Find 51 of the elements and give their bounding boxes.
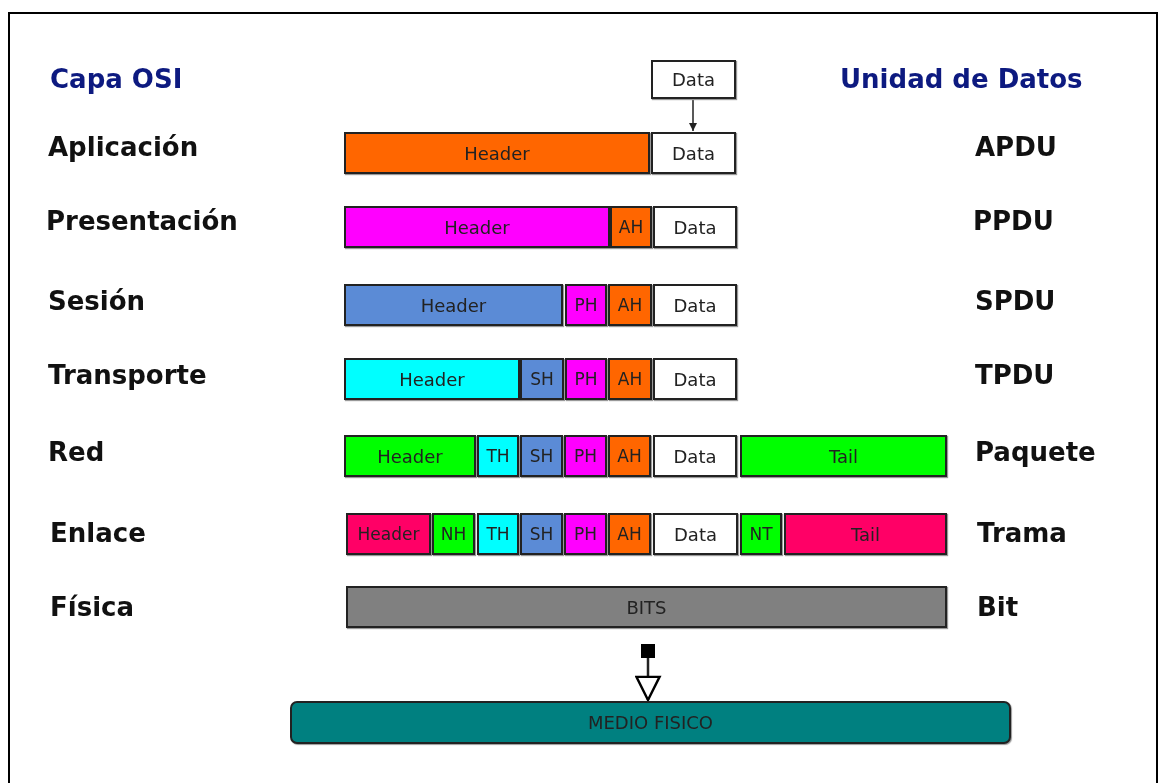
layer-name: Física [50,592,135,622]
pdu-segment: Data [653,513,738,555]
pdu-segment: SH [520,513,563,555]
pdu-segment: AH [608,513,651,555]
pdu-segment: NH [432,513,475,555]
column-heading: Unidad de Datos [840,64,1083,94]
pdu-segment: Data [651,132,736,174]
data-unit-name: Trama [977,518,1067,548]
pdu-segment: PH [564,435,607,477]
pdu-segment: Data [653,206,737,248]
layer-name: Transporte [48,360,207,390]
pdu-segment: PH [564,513,607,555]
pdu-segment: Header [344,358,520,400]
pdu-segment: TH [477,435,519,477]
pdu-segment: AH [608,358,652,400]
pdu-segment: Tail [740,435,947,477]
layer-name: Enlace [50,518,146,548]
layer-name: Red [48,437,105,467]
pdu-segment: Header [344,435,476,477]
data-unit-name: PPDU [973,206,1054,236]
pdu-segment: NT [740,513,782,555]
arrow [689,98,697,132]
pdu-segment: AH [608,435,651,477]
pdu-segment: AH [608,284,652,326]
bits-bar: BITS [346,586,947,628]
pdu-segment: SH [520,358,564,400]
pdu-segment: Tail [784,513,947,555]
pdu-segment: Header [344,206,610,248]
pdu-segment: Data [651,60,736,99]
layer-name: Aplicación [48,132,199,162]
pdu-segment: Data [653,358,737,400]
data-unit-name: Paquete [975,437,1096,467]
data-unit-name: TPDU [975,360,1055,390]
pdu-segment: PH [565,358,607,400]
pdu-segment: TH [477,513,519,555]
data-unit-name: Bit [977,592,1019,622]
medium-bar: MEDIO FISICO [290,701,1011,744]
layer-name: Presentación [46,206,238,236]
arrow [635,644,661,702]
pdu-segment: Data [653,284,737,326]
column-heading: Capa OSI [50,64,183,94]
pdu-segment: Header [346,513,431,555]
pdu-segment: PH [565,284,607,326]
data-unit-name: SPDU [975,286,1056,316]
pdu-segment: SH [520,435,563,477]
data-unit-name: APDU [975,132,1057,162]
pdu-segment: AH [610,206,652,248]
pdu-segment: Data [653,435,737,477]
pdu-segment: Header [344,284,563,326]
pdu-segment: Header [344,132,650,174]
layer-name: Sesión [48,286,146,316]
